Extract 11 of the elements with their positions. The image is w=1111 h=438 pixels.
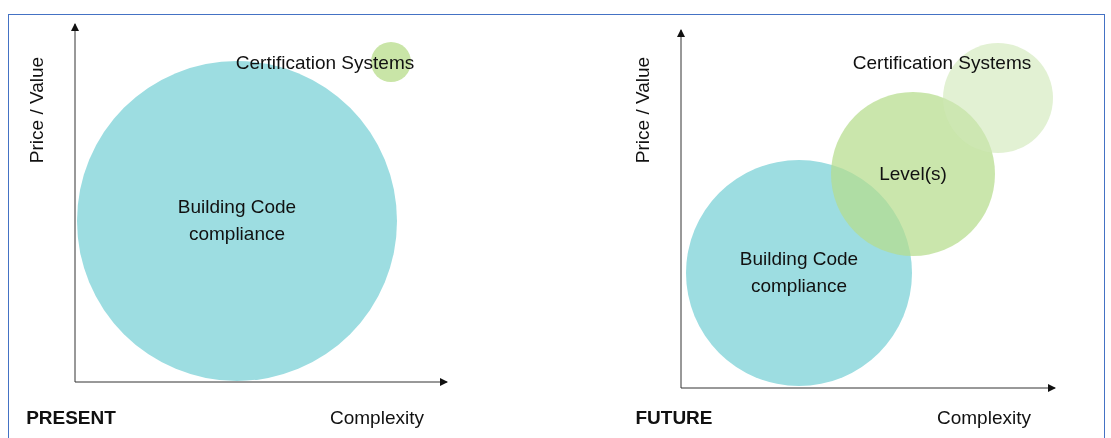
axis-title: Price / Value [632,56,654,164]
bubble-label: Building Code compliance [176,195,298,246]
circle-label: Certification Systems [235,52,415,74]
bubble-label: Level(s) [879,161,947,186]
axis-title: Complexity [937,407,1031,429]
circle-label: Certification Systems [852,52,1032,74]
axis-title: Complexity [330,407,424,429]
axis-title: Price / Value [26,56,48,164]
bubble-label: Building Code compliance [738,247,860,298]
panel-title: PRESENT [26,407,116,429]
panel-title: FUTURE [635,407,713,429]
